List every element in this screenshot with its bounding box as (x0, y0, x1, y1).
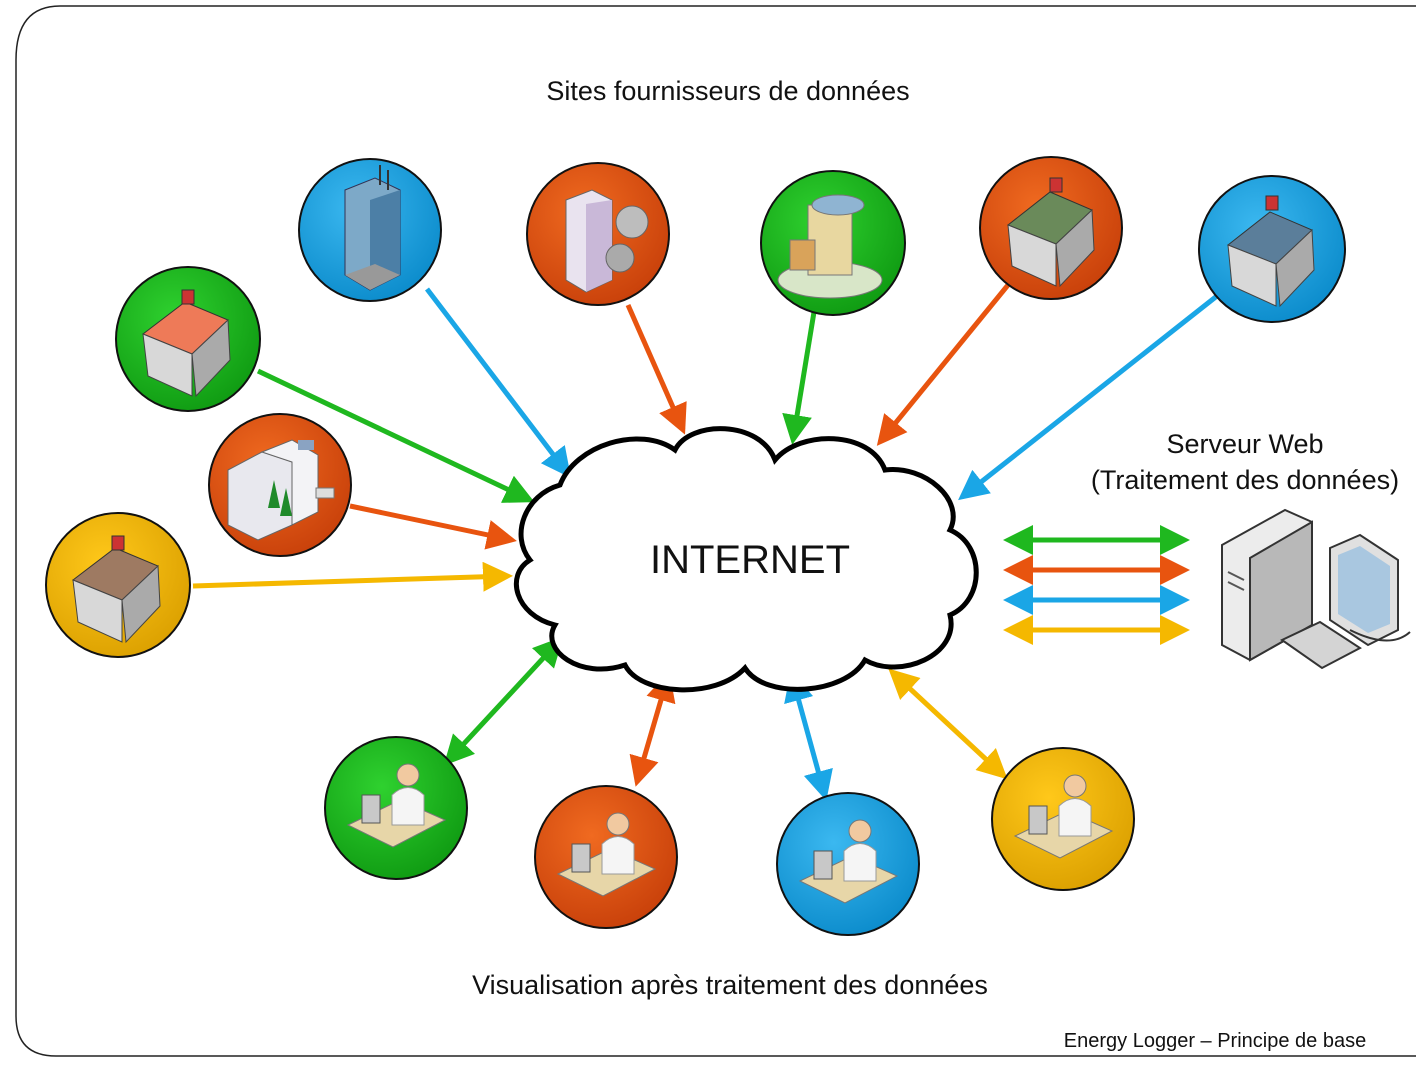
site-icons (45, 156, 1346, 658)
site-house-blue (1198, 175, 1346, 323)
arrow-site-1 (425, 287, 572, 478)
site-building-globe (526, 162, 670, 306)
arrow-viewer-1 (443, 636, 564, 766)
site-house-green (115, 266, 261, 412)
server-arrows (1003, 525, 1190, 645)
user-at-desk-icon (556, 812, 657, 897)
viewer-yellow (991, 747, 1135, 891)
slide-frame (15, 5, 1416, 1057)
arrow-site-3 (782, 311, 817, 445)
internet-label: INTERNET (650, 538, 850, 582)
site-house-orange (979, 156, 1123, 300)
footer-caption: Energy Logger – Principe de base (1063, 1030, 1367, 1052)
site-office-tower (298, 158, 442, 302)
viewer-green (324, 736, 468, 880)
visualisation-label: Visualisation après traitement des donné… (472, 970, 988, 1000)
arrow-site-8 (192, 561, 513, 592)
house-icon (1007, 177, 1095, 288)
house-icon (72, 535, 161, 644)
sites-title: Sites fournisseurs de données (546, 76, 910, 106)
round-office-building-icon (777, 194, 883, 299)
site-round-office (760, 170, 906, 316)
arrow-site-2 (625, 303, 687, 435)
server-label-line1: Serveur Web (1166, 429, 1324, 459)
office-tower-icon (344, 165, 401, 291)
viewer-icons (324, 736, 1135, 936)
desktop-computer-icon (1221, 508, 1411, 670)
site-house-yellow (45, 512, 191, 658)
viewer-orange (534, 785, 678, 929)
site-arrows (192, 283, 1224, 592)
viewer-blue (776, 792, 920, 936)
arrow-viewer-2 (629, 671, 676, 787)
viewer-arrows (443, 636, 1008, 801)
server-label: Serveur Web (Traitement des données) (1060, 426, 1416, 498)
office-complex-icon (227, 439, 335, 541)
user-at-desk-icon (1013, 774, 1114, 859)
user-at-desk-icon (798, 819, 899, 904)
arrow-site-4 (876, 283, 1010, 446)
arrow-site-5 (958, 290, 1224, 501)
arrow-viewer-3 (784, 671, 833, 801)
house-icon (142, 289, 231, 398)
internet-cloud (513, 426, 979, 693)
building-globe-icon (565, 189, 649, 293)
arrow-site-7 (349, 503, 517, 550)
house-icon (1227, 195, 1315, 308)
arrow-site-6 (256, 368, 535, 503)
server-label-line2: (Traitement des données) (1090, 465, 1400, 495)
site-office-complex (208, 413, 352, 557)
user-at-desk-icon (346, 763, 447, 848)
arrow-viewer-4 (888, 668, 1008, 780)
